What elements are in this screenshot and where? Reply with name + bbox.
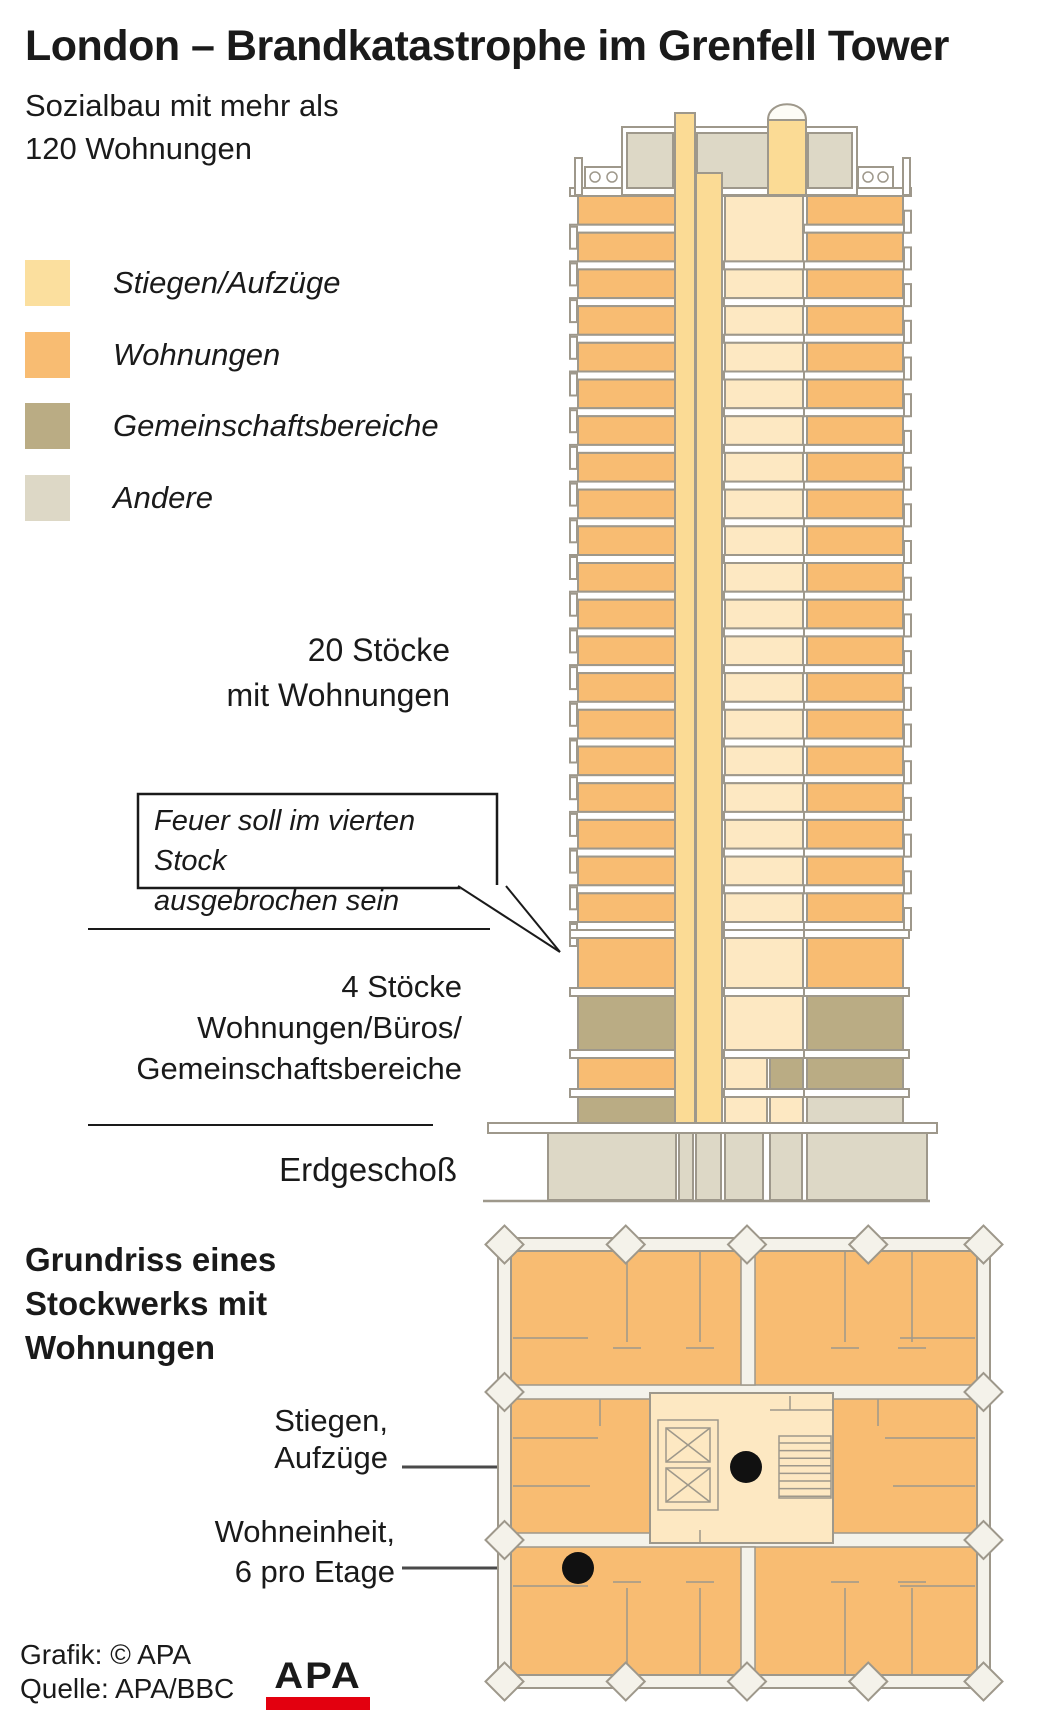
source-line: Quelle: APA/BBC	[20, 1673, 235, 1704]
page-title: London – Brandkatastrophe im Grenfell To…	[25, 22, 949, 70]
legend-swatch-community	[25, 403, 70, 449]
credits: Grafik: © APA Quelle: APA/BBC	[20, 1638, 234, 1706]
floorplan-heading: Grundriss eines Stockwerks mit Wohnungen	[25, 1241, 277, 1366]
legend-item-apartments: Wohnungen	[25, 332, 280, 378]
legend-item-stairs: Stiegen/Aufzüge	[25, 260, 341, 306]
legend-swatch-other	[25, 475, 70, 521]
legend-item-community: Gemeinschaftsbereiche	[25, 403, 439, 449]
page-subtitle: Sozialbau mit mehr als 120 Wohnungen	[25, 88, 339, 166]
apa-logo: APA	[266, 1656, 370, 1710]
credit-line: Grafik: © APA	[20, 1639, 192, 1670]
annotation-lower-floors: 4 Stöcke Wohnungen/Büros/ Gemeinschaftsb…	[136, 969, 462, 1086]
fire-callout-text: Feuer soll im vierten Stock ausgebrochen…	[154, 805, 416, 917]
ground-floor-label: Erdgeschoß	[279, 1151, 457, 1188]
legend-label: Stiegen/Aufzüge	[113, 265, 341, 300]
legend-label: Wohnungen	[113, 337, 281, 372]
floorplan-unit-label: Wohneinheit, 6 pro Etage	[214, 1514, 395, 1589]
floorplan-core-label: Stiegen, Aufzüge	[274, 1403, 388, 1475]
apa-logo-text: APA	[274, 1655, 362, 1697]
annotation-upper-floors: 20 Stöcke mit Wohnungen	[226, 632, 450, 713]
legend-swatch-stairs	[25, 260, 70, 306]
legend-item-other: Andere	[25, 475, 213, 521]
legend-label: Andere	[113, 480, 213, 515]
apa-logo-red-bar	[266, 1697, 370, 1710]
legend-swatch-apartments	[25, 332, 70, 378]
legend-label: Gemeinschaftsbereiche	[113, 408, 439, 443]
